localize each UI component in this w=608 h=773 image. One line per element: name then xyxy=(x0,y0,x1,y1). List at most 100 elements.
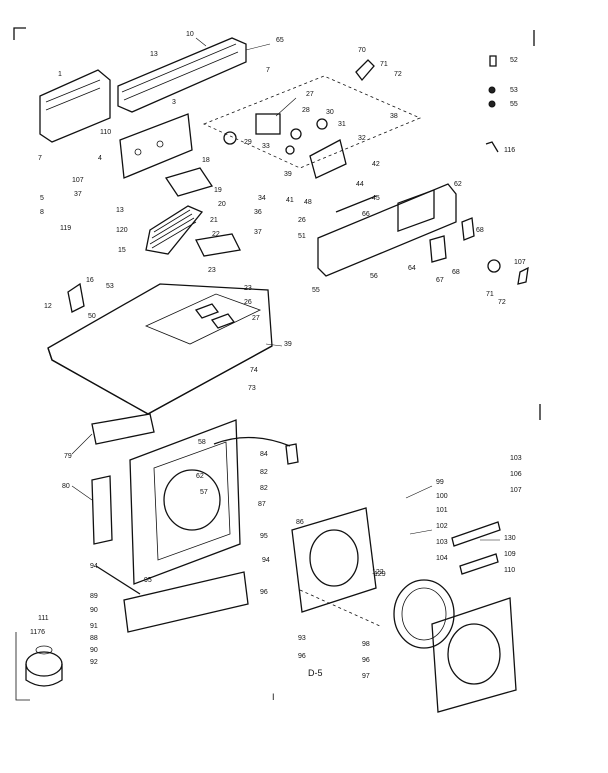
knob-body xyxy=(25,664,63,687)
callout-label: 45 xyxy=(372,195,380,202)
callout-label: 44 xyxy=(356,181,364,188)
callout-label: 99 xyxy=(436,479,444,486)
callout-label: 107 xyxy=(514,259,526,266)
switch-wire xyxy=(213,436,291,447)
door-hinge xyxy=(451,521,501,547)
callout-label: 23 xyxy=(208,267,216,274)
lint-screen xyxy=(145,205,204,255)
callout-label: 65 xyxy=(276,37,284,44)
callout-label: 26 xyxy=(244,299,252,306)
callout-label: 4 xyxy=(98,155,102,162)
timer-block xyxy=(255,113,281,135)
switch-knob xyxy=(290,128,302,140)
callout-label: 58 xyxy=(198,439,206,446)
callout-label: 98 xyxy=(362,641,370,648)
callout-label: 102 xyxy=(436,523,448,530)
callout-label: 42 xyxy=(372,161,380,168)
callout-label: 107 xyxy=(72,177,84,184)
callout-label: 68 xyxy=(452,269,460,276)
callout-label: 101 xyxy=(436,507,448,514)
callout-label: 5 xyxy=(40,195,44,202)
callout-label: 70 xyxy=(358,47,366,54)
callout-label: 72 xyxy=(498,299,506,306)
side-panel-strip xyxy=(91,475,113,545)
top-cover xyxy=(47,283,273,415)
callout-label: 94 xyxy=(262,557,270,564)
leader-line xyxy=(71,433,93,455)
callout-label: 51 xyxy=(298,233,306,240)
callout-label: 107 xyxy=(510,487,522,494)
callout-label: 96 xyxy=(260,589,268,596)
leader-line xyxy=(245,43,271,51)
switch-plate xyxy=(309,139,347,179)
callout-label: 32 xyxy=(358,135,366,142)
door-latch xyxy=(459,553,499,575)
top-cover-edge xyxy=(47,345,273,415)
rear-panel xyxy=(317,183,457,277)
callout-label: 96 xyxy=(362,657,370,664)
callout-label: 50 xyxy=(88,313,96,320)
callout-label: 26 xyxy=(298,217,306,224)
leader-line xyxy=(275,97,297,117)
rear-panel-window xyxy=(397,189,435,233)
switch-knob xyxy=(285,145,295,155)
door-switch xyxy=(285,443,299,465)
callout-label: 34 xyxy=(258,195,266,202)
callout-label: 21 xyxy=(210,217,218,224)
callout-label: 20 xyxy=(218,201,226,208)
fastener-58 xyxy=(488,86,496,94)
callout-labels: 10 13 65 1 7 3 110 7 4 18 107 37 19 5 8 … xyxy=(30,31,526,702)
callout-label: 88 xyxy=(90,635,98,642)
inner-door-window xyxy=(309,529,359,587)
fastener-60 xyxy=(488,100,496,108)
callout-label: 13 xyxy=(150,51,158,58)
filter-cover xyxy=(195,233,241,257)
control-bracket-outline xyxy=(202,75,422,169)
inner-door-frame xyxy=(291,507,377,613)
callout-label: 33 xyxy=(262,143,270,150)
console-end-cap xyxy=(39,69,111,143)
callout-label: 120 xyxy=(116,227,128,234)
callout-label: 64 xyxy=(408,265,416,272)
callout-label: 111 xyxy=(38,615,49,622)
knob-insert xyxy=(35,645,53,655)
callout-label: 90 xyxy=(90,647,98,654)
callout-label: 96 xyxy=(298,653,306,660)
switch-knob xyxy=(316,118,328,130)
callout-label: 82 xyxy=(260,485,268,492)
callout-label: 71 xyxy=(380,61,388,68)
clip xyxy=(517,266,529,285)
bracket-small xyxy=(355,59,375,82)
leader-line xyxy=(405,485,433,499)
callout-label: 129 xyxy=(374,571,386,578)
callout-label: 39 xyxy=(284,171,292,178)
callout-label: 73 xyxy=(248,385,256,392)
panel-knob-hole xyxy=(134,148,142,156)
callout-label: 39 xyxy=(284,341,292,348)
callout-label: 110 xyxy=(100,129,111,136)
callout-label: 7 xyxy=(266,67,270,74)
callout-label: 95 xyxy=(260,533,268,540)
callout-label: 104 xyxy=(436,555,448,562)
end-cap-detail xyxy=(45,79,101,111)
switch-knob xyxy=(223,131,237,145)
callout-label: 28 xyxy=(302,107,310,114)
rod xyxy=(335,195,377,213)
callout-label: 71 xyxy=(486,291,494,298)
callout-label: 1 xyxy=(58,71,62,78)
callout-label: 66 xyxy=(362,211,370,218)
corner-mark xyxy=(13,27,26,40)
page-code: D-5 xyxy=(308,668,323,678)
callout-label: 94 xyxy=(90,563,98,570)
control-panel-housing xyxy=(117,37,247,113)
callout-label: 55 xyxy=(510,101,518,108)
knob xyxy=(487,259,501,273)
callout-label: 38 xyxy=(390,113,398,120)
callout-label: 79 xyxy=(64,453,72,460)
callout-label: 16 xyxy=(86,277,94,284)
callout-label: 29 xyxy=(244,139,252,146)
front-strip xyxy=(91,413,155,445)
cabinet-opening xyxy=(153,441,231,561)
callout-label: 1176 xyxy=(30,629,45,636)
